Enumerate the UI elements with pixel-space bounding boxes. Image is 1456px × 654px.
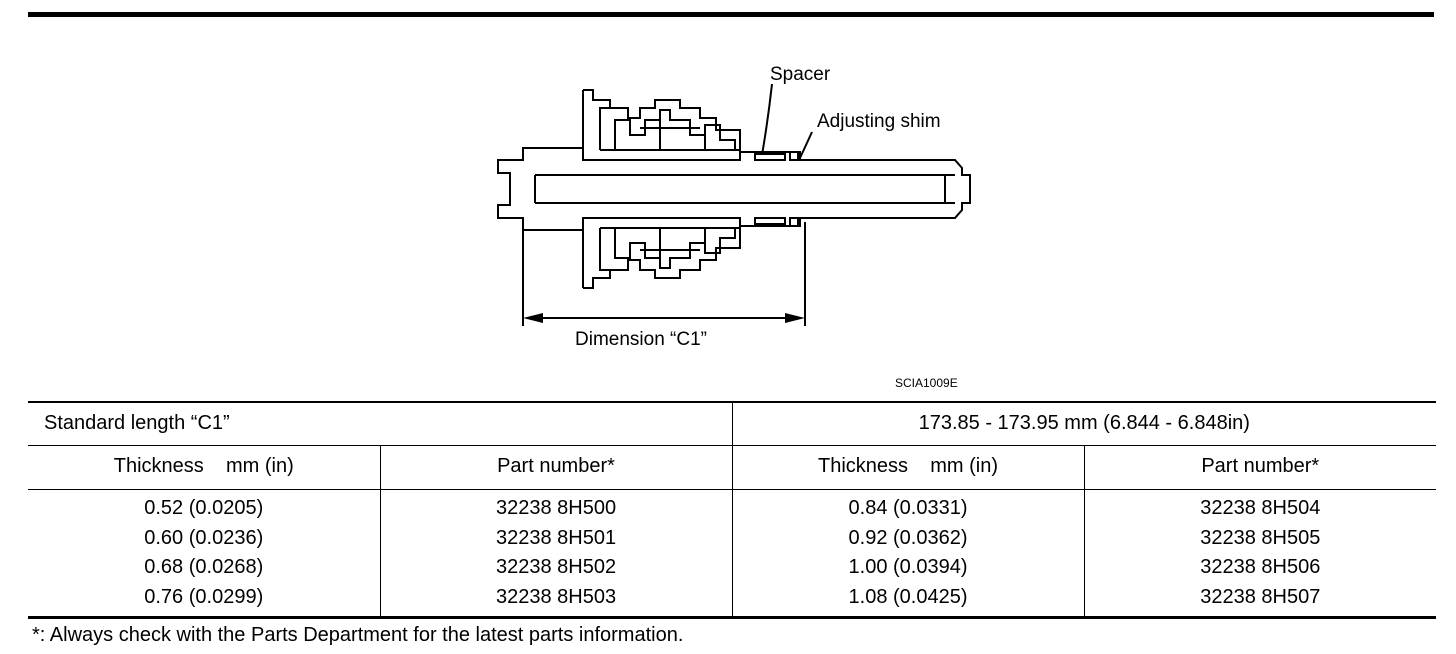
thickness-value: 0.60 (0.0236) [144, 526, 264, 549]
thickness-column-left: 0.52 (0.0205) 0.60 (0.0236) 0.68 (0.0268… [28, 489, 380, 619]
part-number-header-left: Part number* [379, 445, 733, 490]
part-number-value: 32238 8H501 [495, 526, 617, 549]
part-number-header-right: Part number* [1083, 445, 1437, 490]
part-number-value: 32238 8H505 [1200, 526, 1321, 549]
spacer-label: Spacer [770, 64, 831, 85]
thickness-column-right: 0.84 (0.0331) 0.92 (0.0362) 1.00 (0.0394… [731, 489, 1085, 619]
figure-code: SCIA1009E [895, 376, 958, 390]
thickness-value: 0.68 (0.0268) [144, 556, 264, 578]
part-number-column-right: 32238 8H504 32238 8H505 32238 8H506 3223… [1083, 489, 1437, 619]
header-row: Thickness mm (in) Part number* Thickness… [28, 445, 1437, 490]
dimension-arrow-right [785, 313, 805, 323]
shaft-assembly [497, 89, 971, 289]
standard-length-row: Standard length “C1” 173.85 - 173.95 mm … [28, 401, 1437, 446]
thickness-value: 1.00 (0.0394) [848, 556, 968, 578]
part-number-value: 32238 8H503 [495, 585, 617, 608]
part-number-value: 32238 8H506 [1200, 556, 1321, 578]
shaft-diagram: Spacer Adjusting shim Dimension “C1” SCI… [497, 64, 971, 390]
part-number-value: 32238 8H502 [495, 556, 617, 578]
top-rule [28, 12, 1434, 17]
thickness-value: 0.92 (0.0362) [848, 526, 968, 549]
thickness-value: 0.84 (0.0331) [848, 497, 968, 519]
leader-lines [761, 83, 813, 159]
shim-selection-table: Standard length “C1” 173.85 - 173.95 mm … [28, 401, 1437, 619]
thickness-value: 0.76 (0.0299) [144, 585, 264, 608]
data-row: 0.52 (0.0205) 0.60 (0.0236) 0.68 (0.0268… [28, 489, 1437, 619]
part-number-value: 32238 8H500 [495, 497, 617, 519]
part-number-column-left: 32238 8H500 32238 8H501 32238 8H502 3223… [379, 489, 733, 619]
dimension-arrow-left [523, 313, 543, 323]
thickness-value: 1.08 (0.0425) [848, 585, 968, 608]
part-number-value: 32238 8H504 [1200, 497, 1321, 519]
thickness-header-right: Thickness mm (in) [731, 445, 1085, 490]
standard-length-value: 173.85 - 173.95 mm (6.844 - 6.848in) [731, 401, 1437, 446]
standard-length-label: Standard length “C1” [28, 401, 733, 446]
dimension-line [522, 222, 806, 326]
thickness-value: 0.52 (0.0205) [144, 497, 264, 519]
parts-footnote: *: Always check with the Parts Departmen… [32, 624, 684, 646]
thickness-header-left: Thickness mm (in) [28, 445, 380, 490]
part-number-value: 32238 8H507 [1200, 585, 1321, 608]
dimension-label: Dimension “C1” [575, 329, 707, 350]
adjusting-shim-label: Adjusting shim [817, 111, 941, 132]
